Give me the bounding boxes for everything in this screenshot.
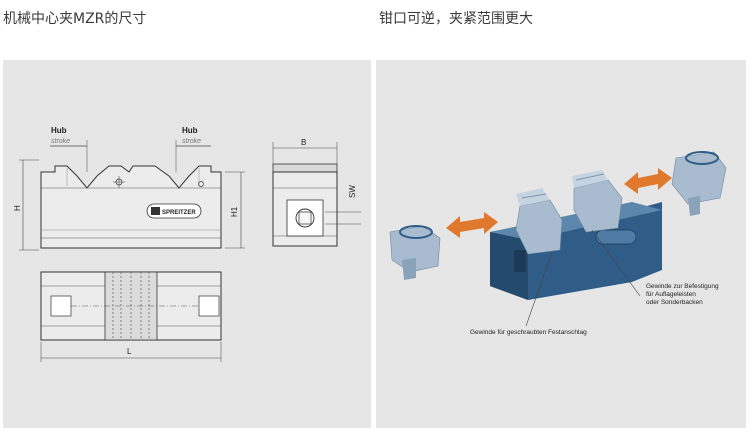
right-heading: 钳口可逆，夹紧范围更大	[379, 11, 533, 27]
swap-arrow-left	[446, 212, 498, 238]
dim-h: H	[13, 205, 22, 211]
left-heading: 机械中心夹MZR的尺寸	[3, 11, 147, 27]
dim-sw: SW	[348, 185, 357, 198]
dim-b: B	[301, 138, 306, 147]
reversible-jaw-illustration-panel: Gewinde zur Befestigung für Auflageleist…	[376, 60, 746, 428]
dimension-drawing-panel: Hub stroke Hub stroke SPREITZER	[3, 60, 371, 428]
vise-body	[490, 202, 662, 300]
hub-label-left: Hub	[51, 126, 67, 135]
swap-arrow-right	[624, 168, 672, 194]
brand-badge	[146, 203, 202, 219]
callout-stop: Gewinde für geschraubten Festanschlag	[470, 329, 587, 336]
dim-h1: H1	[230, 206, 239, 217]
vise-jaws	[515, 170, 623, 255]
side-view: B SW	[272, 138, 361, 247]
stroke-label-right: stroke	[182, 138, 201, 145]
reversible-jaw-illustration: Gewinde zur Befestigung für Auflageleist…	[389, 151, 727, 336]
brand-badge-text: SPREITZER	[162, 210, 196, 216]
callout-mount: Gewinde zur Befestigung für Auflageleist…	[646, 283, 720, 306]
reversible-jaw-right	[671, 151, 727, 216]
dim-l: L	[127, 347, 132, 356]
reversible-jaw-left	[389, 225, 441, 280]
front-view: SPREITZER	[40, 165, 222, 249]
top-view	[40, 271, 222, 341]
dimension-drawing: Hub stroke Hub stroke SPREITZER	[13, 126, 361, 362]
stroke-label-left: stroke	[51, 138, 70, 145]
hub-label-right: Hub	[182, 126, 198, 135]
